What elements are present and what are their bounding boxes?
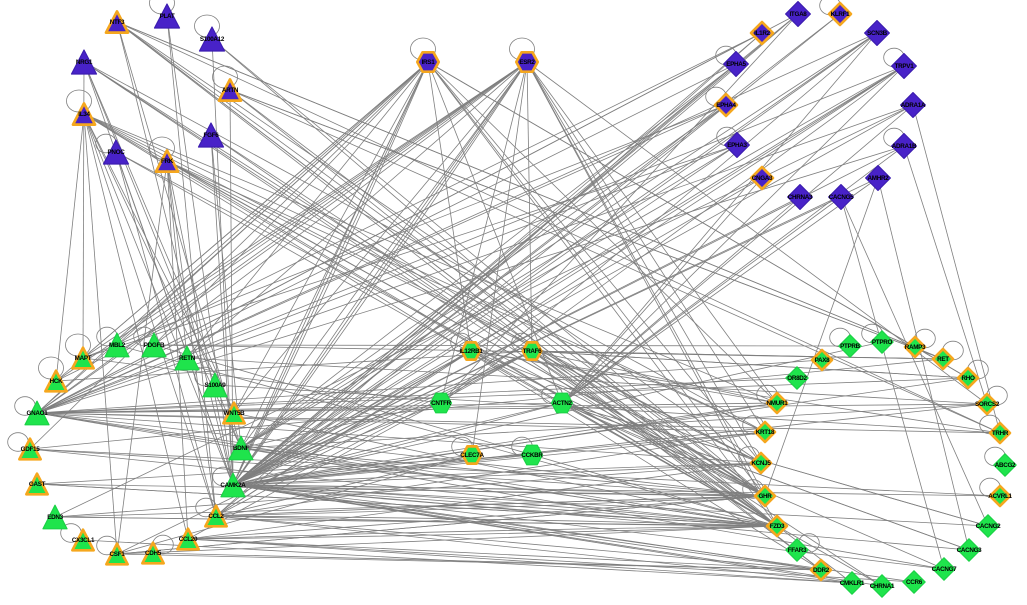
svg-text:EPHA3: EPHA3 xyxy=(727,142,747,149)
svg-text:OR8D2: OR8D2 xyxy=(787,375,807,382)
svg-text:CACNG2: CACNG2 xyxy=(976,523,1002,530)
svg-text:EPHA5: EPHA5 xyxy=(726,61,746,68)
svg-text:PAX8: PAX8 xyxy=(815,357,831,364)
svg-text:ADRA1A: ADRA1A xyxy=(901,102,926,109)
svg-text:CACNG3: CACNG3 xyxy=(957,547,983,554)
svg-text:RETN: RETN xyxy=(179,355,196,362)
svg-text:BDNF: BDNF xyxy=(233,445,250,452)
svg-text:CSF1: CSF1 xyxy=(110,551,126,558)
svg-text:CDH5: CDH5 xyxy=(145,550,162,557)
svg-text:CAMK2A: CAMK2A xyxy=(220,482,246,489)
svg-text:CCL20: CCL20 xyxy=(179,536,198,543)
svg-text:NRG1: NRG1 xyxy=(76,59,93,66)
svg-text:FFAR3: FFAR3 xyxy=(788,547,807,554)
svg-text:IL1R2: IL1R2 xyxy=(754,30,770,37)
svg-text:KCNJ5: KCNJ5 xyxy=(751,460,771,467)
svg-text:SORCS2: SORCS2 xyxy=(975,401,1000,408)
svg-text:FGF6: FGF6 xyxy=(204,132,220,139)
svg-text:SCN3B: SCN3B xyxy=(867,30,888,37)
svg-text:ACVRL1: ACVRL1 xyxy=(988,493,1012,500)
svg-text:S100A9: S100A9 xyxy=(205,382,227,389)
svg-text:NMUR1: NMUR1 xyxy=(767,400,789,407)
svg-text:PLAT: PLAT xyxy=(160,13,175,20)
svg-text:PDGFB: PDGFB xyxy=(144,342,165,349)
svg-text:CCR6: CCR6 xyxy=(906,579,923,586)
svg-text:CLEC7A: CLEC7A xyxy=(460,452,484,459)
svg-text:DDR2: DDR2 xyxy=(813,567,830,574)
svg-text:ITGA8: ITGA8 xyxy=(789,11,807,18)
svg-text:CNGA3: CNGA3 xyxy=(752,175,773,182)
svg-text:RET: RET xyxy=(937,356,949,363)
svg-text:GDF15: GDF15 xyxy=(21,446,41,453)
svg-text:CCL2: CCL2 xyxy=(208,513,224,520)
svg-text:CCKBR: CCKBR xyxy=(521,452,543,459)
svg-text:S100A12: S100A12 xyxy=(200,36,225,43)
svg-text:KRT18: KRT18 xyxy=(756,429,775,436)
svg-text:ESR2: ESR2 xyxy=(519,59,535,66)
svg-text:KLRF1: KLRF1 xyxy=(831,11,851,18)
svg-text:MBL2: MBL2 xyxy=(109,342,126,349)
svg-text:EDN3: EDN3 xyxy=(47,514,63,521)
svg-text:TRHR: TRHR xyxy=(992,430,1009,437)
svg-text:PTPRB: PTPRB xyxy=(840,343,861,350)
svg-text:FZD3: FZD3 xyxy=(770,523,785,530)
svg-text:IL34: IL34 xyxy=(78,111,90,118)
svg-text:CACNG5: CACNG5 xyxy=(829,194,855,201)
svg-text:CHRNA1: CHRNA1 xyxy=(870,583,895,590)
svg-text:ABCG2: ABCG2 xyxy=(995,462,1016,469)
svg-text:TRAF6: TRAF6 xyxy=(523,348,543,355)
svg-text:CMKLR1: CMKLR1 xyxy=(840,580,865,587)
svg-text:CX3CL1: CX3CL1 xyxy=(72,537,95,544)
svg-text:ACTN2: ACTN2 xyxy=(552,400,572,407)
svg-text:MAPT: MAPT xyxy=(75,355,92,362)
svg-text:RHO: RHO xyxy=(961,375,974,382)
svg-text:GAST: GAST xyxy=(29,481,46,488)
svg-text:ARTN: ARTN xyxy=(222,87,239,94)
svg-text:TRPV1: TRPV1 xyxy=(895,63,915,70)
svg-text:AMHR2: AMHR2 xyxy=(868,175,890,182)
svg-text:IL12RB1: IL12RB1 xyxy=(459,348,483,355)
svg-text:PNOC: PNOC xyxy=(108,149,126,156)
svg-text:CHRNA3: CHRNA3 xyxy=(788,194,813,201)
svg-text:GHR: GHR xyxy=(758,493,772,500)
svg-text:EPHA4: EPHA4 xyxy=(716,102,736,109)
svg-text:HCK: HCK xyxy=(50,378,63,385)
svg-text:CNTFR: CNTFR xyxy=(431,400,452,407)
svg-text:ADRA1B: ADRA1B xyxy=(892,143,917,150)
svg-text:CACNG7: CACNG7 xyxy=(932,566,958,573)
svg-text:IRS1: IRS1 xyxy=(422,59,436,66)
svg-text:GNAO1: GNAO1 xyxy=(27,410,49,417)
svg-text:NTF3: NTF3 xyxy=(110,19,125,26)
svg-text:PTPRO: PTPRO xyxy=(872,339,893,346)
svg-text:WNT5B: WNT5B xyxy=(224,410,246,417)
svg-text:FRK: FRK xyxy=(161,158,174,165)
svg-text:RAMP3: RAMP3 xyxy=(905,344,926,351)
